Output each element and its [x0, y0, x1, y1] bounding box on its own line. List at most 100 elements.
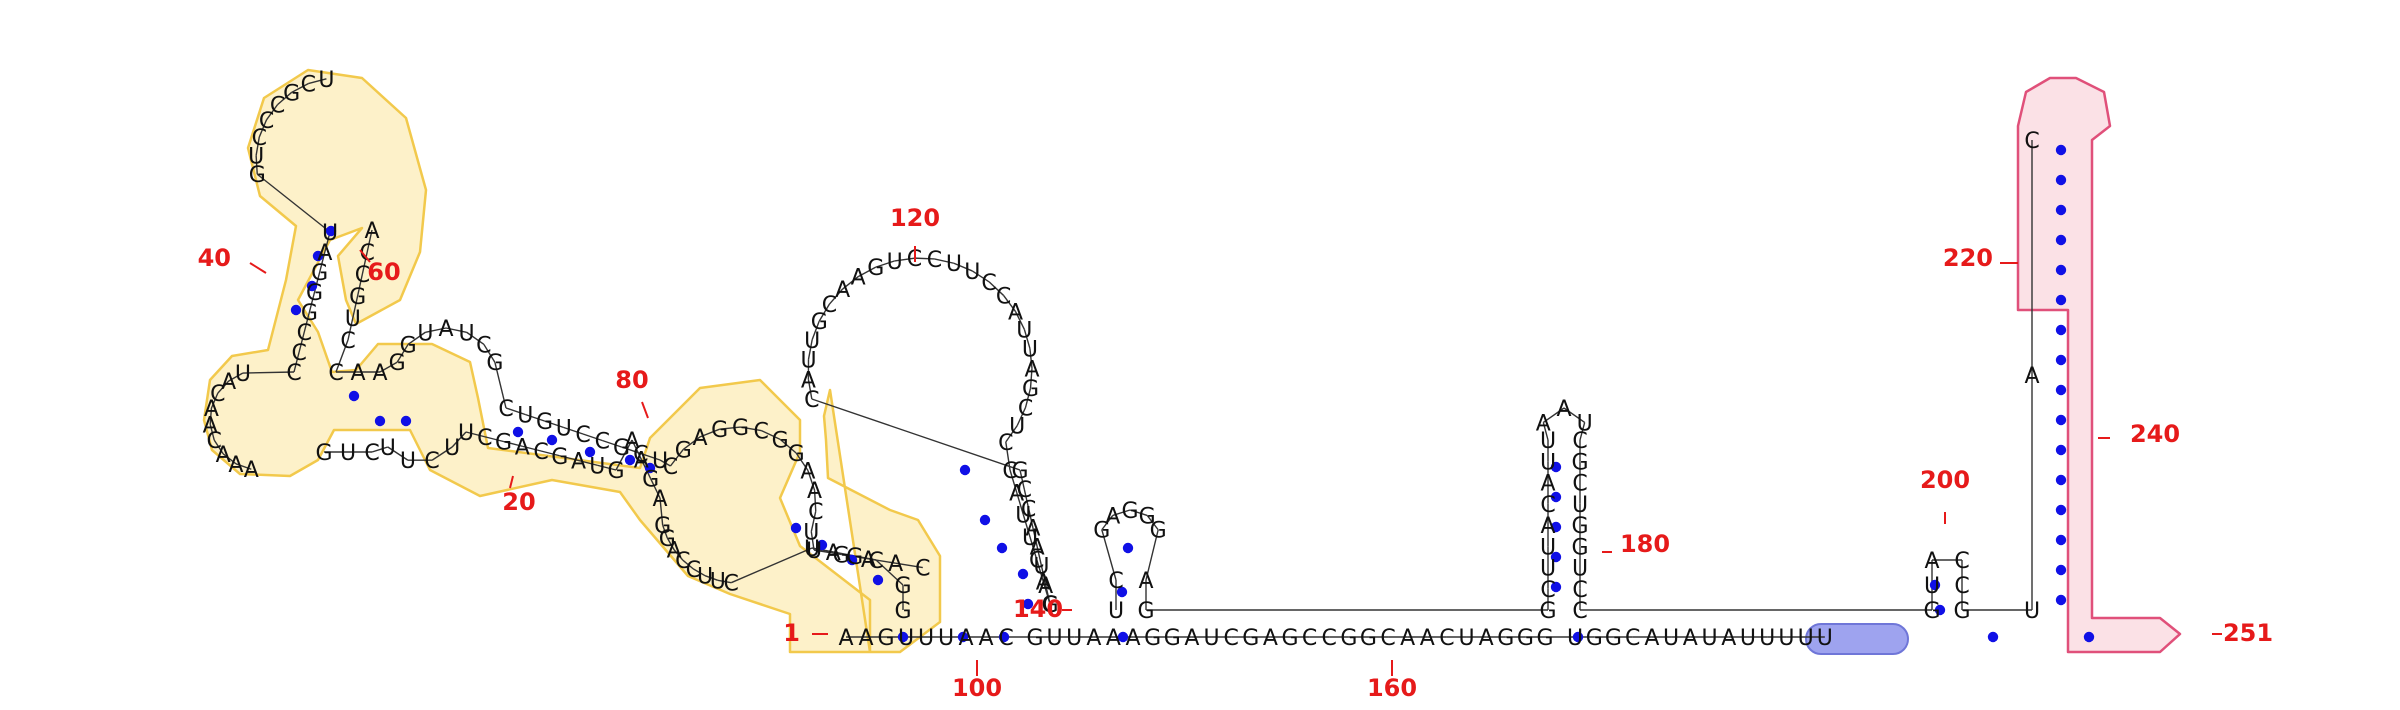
nucleotide: C	[1021, 497, 1036, 522]
base-pair-dot	[2055, 144, 2067, 156]
nucleotide: U	[345, 307, 361, 332]
nucleotide: C	[915, 557, 930, 582]
nucleotide: A	[1644, 626, 1659, 651]
nucleotide: A	[1126, 626, 1141, 651]
backbone-segment	[640, 452, 661, 461]
base-pair-dot	[1116, 586, 1128, 598]
nucleotide: A	[1420, 626, 1435, 651]
nucleotide: G	[1536, 626, 1553, 651]
base-pair-dot	[979, 514, 991, 526]
nucleotide: U	[444, 436, 460, 461]
backbone-segment	[255, 136, 260, 156]
nucleotide: C	[270, 94, 285, 119]
base-pair-dot	[2055, 474, 2067, 486]
nucleotide: C	[355, 263, 370, 288]
nucleotide: A	[571, 450, 586, 475]
nucleotide: C	[1029, 548, 1044, 573]
backbone-segment	[503, 440, 523, 447]
nucleotide: A	[835, 278, 850, 303]
backbone-segment	[717, 579, 732, 584]
backbone-segment	[256, 173, 331, 233]
backbone-segment	[659, 497, 664, 526]
nucleotide: G	[1571, 514, 1588, 539]
nucleotide: G	[772, 428, 789, 453]
nucleotide: G	[283, 81, 300, 106]
backbone-segment	[1003, 295, 1017, 312]
highlight-region-yellow	[202, 68, 942, 654]
backbone-segment	[760, 429, 781, 441]
backbone-segment	[335, 339, 349, 373]
backbone-segment	[1145, 529, 1159, 581]
backbone-segment	[484, 436, 504, 443]
nucleotide: U	[1778, 626, 1794, 651]
nucleotide: A	[978, 626, 993, 651]
nucleotide: A	[228, 453, 243, 478]
nucleotide: U	[1540, 557, 1556, 582]
backbone-segment	[602, 439, 622, 448]
nucleotide: A	[801, 368, 816, 393]
backbone-segment	[356, 273, 364, 297]
backbone-segment	[544, 420, 564, 429]
backbone-segment	[1129, 509, 1148, 517]
highlight-region-pink	[2016, 76, 2182, 654]
nucleotide: A	[216, 443, 231, 468]
backbone-segment	[621, 446, 641, 455]
nucleotide: A	[1036, 571, 1051, 596]
nucleotide: U	[1033, 555, 1049, 580]
nucleotide: C	[808, 500, 823, 525]
nucleotide: U	[322, 221, 338, 246]
backbone-segment	[210, 392, 219, 409]
base-pair-dot	[998, 631, 1010, 643]
nucleotide: A	[372, 361, 387, 386]
nucleotide: U	[1540, 535, 1556, 560]
nucleotide: C	[301, 73, 316, 98]
backbone-segment	[1032, 527, 1038, 547]
nucleotide: C	[1017, 478, 1032, 503]
nucleotide: U	[380, 436, 396, 461]
backbone-segment	[217, 380, 230, 394]
position-tick	[249, 262, 267, 274]
nucleotide: A	[1025, 516, 1040, 541]
backbone-segment	[1022, 514, 1031, 538]
position-tick	[359, 249, 371, 263]
nucleotide: G	[607, 459, 624, 484]
backbone-segment	[669, 448, 684, 467]
backbone-segment	[466, 331, 485, 345]
nucleotide: C	[996, 284, 1011, 309]
nucleotide: A	[693, 426, 708, 451]
backbone-segment	[894, 257, 915, 262]
nucleotide: U	[804, 537, 820, 562]
backbone-segment	[615, 439, 633, 471]
nucleotide: A	[858, 626, 873, 651]
base-pair-dot	[996, 542, 1008, 554]
backbone-segment	[1023, 329, 1031, 349]
nucleotide: C	[1380, 626, 1395, 651]
nucleotide: C	[1042, 593, 1057, 618]
nucleotide: A	[1106, 626, 1121, 651]
nucleotide: A	[1009, 481, 1024, 506]
nucleotide: A	[1086, 626, 1101, 651]
nucleotide: U	[1577, 411, 1593, 436]
backbone-segment	[868, 558, 896, 564]
base-pair-dot	[400, 415, 412, 427]
nucleotide: U	[1458, 626, 1474, 651]
nucleotide: U	[803, 521, 819, 546]
nucleotide: A	[652, 487, 667, 512]
nucleotide: U	[1759, 626, 1775, 651]
nucleotide: C	[360, 241, 375, 266]
nucleotide: U	[1015, 504, 1031, 529]
backbone-segment	[807, 470, 816, 491]
nucleotide: C	[1302, 626, 1317, 651]
backbone-segment	[303, 311, 311, 333]
highlight-region-blue	[1805, 623, 1909, 655]
nucleotide: U	[1924, 574, 1940, 599]
nucleotide: G	[675, 438, 692, 463]
backbone-segment	[1029, 348, 1033, 369]
nucleotide: G	[1121, 499, 1138, 524]
backbone-segment	[795, 452, 809, 471]
nucleotide: G	[846, 545, 863, 570]
nucleotide: A	[1924, 549, 1939, 574]
nucleotide: G	[1586, 626, 1603, 651]
backbone-segment	[379, 361, 398, 373]
base-pair-dot	[644, 462, 656, 474]
